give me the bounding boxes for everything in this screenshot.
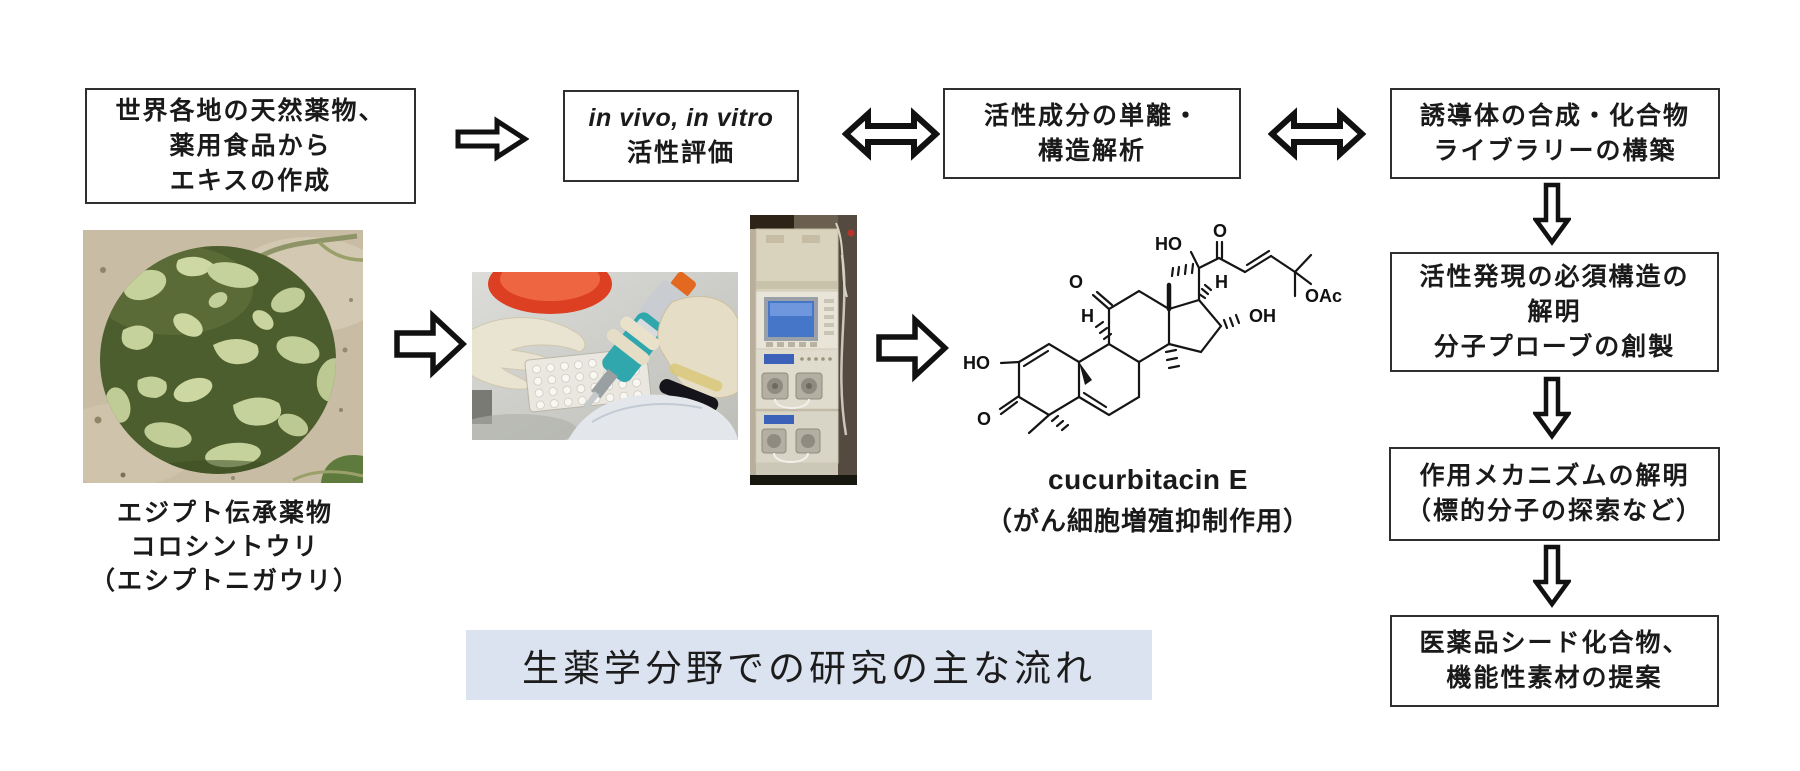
cucurbitacin-e-structure: HO O O H H OH HO O OAc [955, 222, 1351, 462]
flow-box-mechanism-line: 作用メカニズムの解明 [1419, 462, 1690, 490]
flow-box-assay: in vivo, in vitro 活性評価 [563, 90, 799, 182]
flow-box-assay-jp-line: 活性評価 [626, 139, 735, 167]
flow-box-essential-structure-line: 解明 [1527, 297, 1582, 326]
flow-box-extract-line: エキスの作成 [169, 166, 332, 195]
atom-label-ho-a-ring: HO [963, 353, 990, 373]
flow-box-mechanism: 作用メカニズムの解明 （標的分子の探索など） [1389, 447, 1720, 541]
atom-label-oac-c25: OAc [1305, 286, 1342, 306]
flow-box-seed-proposal-line: 医薬品シード化合物、 [1419, 629, 1690, 657]
compound-activity: （がん細胞増殖抑制作用） [985, 506, 1310, 536]
down-arrow-icon [1533, 182, 1571, 246]
colocynth-caption: エジプト伝承薬物 コロシントウリ （エシプトニガウリ） [55, 496, 395, 598]
flow-box-isolation-line: 構造解析 [1037, 136, 1146, 165]
compound-name: cucurbitacin E [1048, 464, 1248, 495]
double-arrow-icon [1268, 106, 1366, 162]
atom-label-o-c3: O [977, 409, 991, 429]
atom-label-o-c11: O [1069, 272, 1083, 292]
flow-box-seed-proposal-line: 機能性素材の提案 [1446, 664, 1663, 692]
flow-box-essential-structure: 活性発現の必須構造の 解明 分子プローブの創製 [1390, 252, 1719, 372]
flow-box-seed-proposal: 医薬品シード化合物、 機能性素材の提案 [1390, 615, 1719, 707]
down-arrow-icon [1533, 544, 1571, 608]
down-arrow-icon [1533, 376, 1571, 440]
flow-box-essential-structure-line: 分子プローブの創製 [1433, 332, 1676, 361]
flow-box-isolation-line: 活性成分の単離・ [983, 101, 1200, 130]
flow-box-extract: 世界各地の天然薬物、 薬用食品から エキスの作成 [85, 88, 416, 204]
bioassay-photo [472, 272, 738, 440]
right-arrow-icon [393, 308, 467, 380]
atom-label-ho-c20: HO [1155, 234, 1182, 254]
flow-box-assay-latin-line: in vivo, in vitro [588, 104, 774, 132]
footer-title: 生薬学分野での研究の主な流れ [522, 649, 1096, 690]
atom-label-h-c17: H [1215, 272, 1228, 292]
atom-label-oh-c16: OH [1249, 306, 1276, 326]
colocynth-caption-line: コロシントウリ [130, 533, 320, 561]
right-arrow-icon [455, 116, 529, 162]
flow-box-library-line: ライブラリーの構築 [1433, 136, 1677, 165]
hplc-photo [750, 215, 857, 485]
flow-box-library-line: 誘導体の合成・化合物 [1419, 101, 1690, 130]
double-arrow-icon [842, 106, 940, 162]
flow-box-library: 誘導体の合成・化合物 ライブラリーの構築 [1390, 88, 1720, 179]
flow-box-isolation: 活性成分の単離・ 構造解析 [943, 88, 1241, 179]
footer-title-band: 生薬学分野での研究の主な流れ [466, 630, 1152, 700]
flow-box-mechanism-line: （標的分子の探索など） [1405, 497, 1703, 525]
right-arrow-icon [875, 312, 949, 384]
flow-box-extract-line: 薬用食品から [169, 131, 332, 160]
compound-caption: cucurbitacin E （がん細胞増殖抑制作用） [950, 464, 1346, 538]
colocynth-photo [83, 230, 363, 483]
colocynth-caption-line: （エシプトニガウリ） [89, 567, 360, 595]
colocynth-caption-line: エジプト伝承薬物 [116, 499, 333, 527]
flow-box-essential-structure-line: 活性発現の必須構造の [1419, 262, 1690, 291]
flow-box-extract-line: 世界各地の天然薬物、 [115, 96, 386, 125]
atom-label-o-c22: O [1213, 222, 1227, 241]
atom-label-h-c9: H [1081, 306, 1094, 326]
